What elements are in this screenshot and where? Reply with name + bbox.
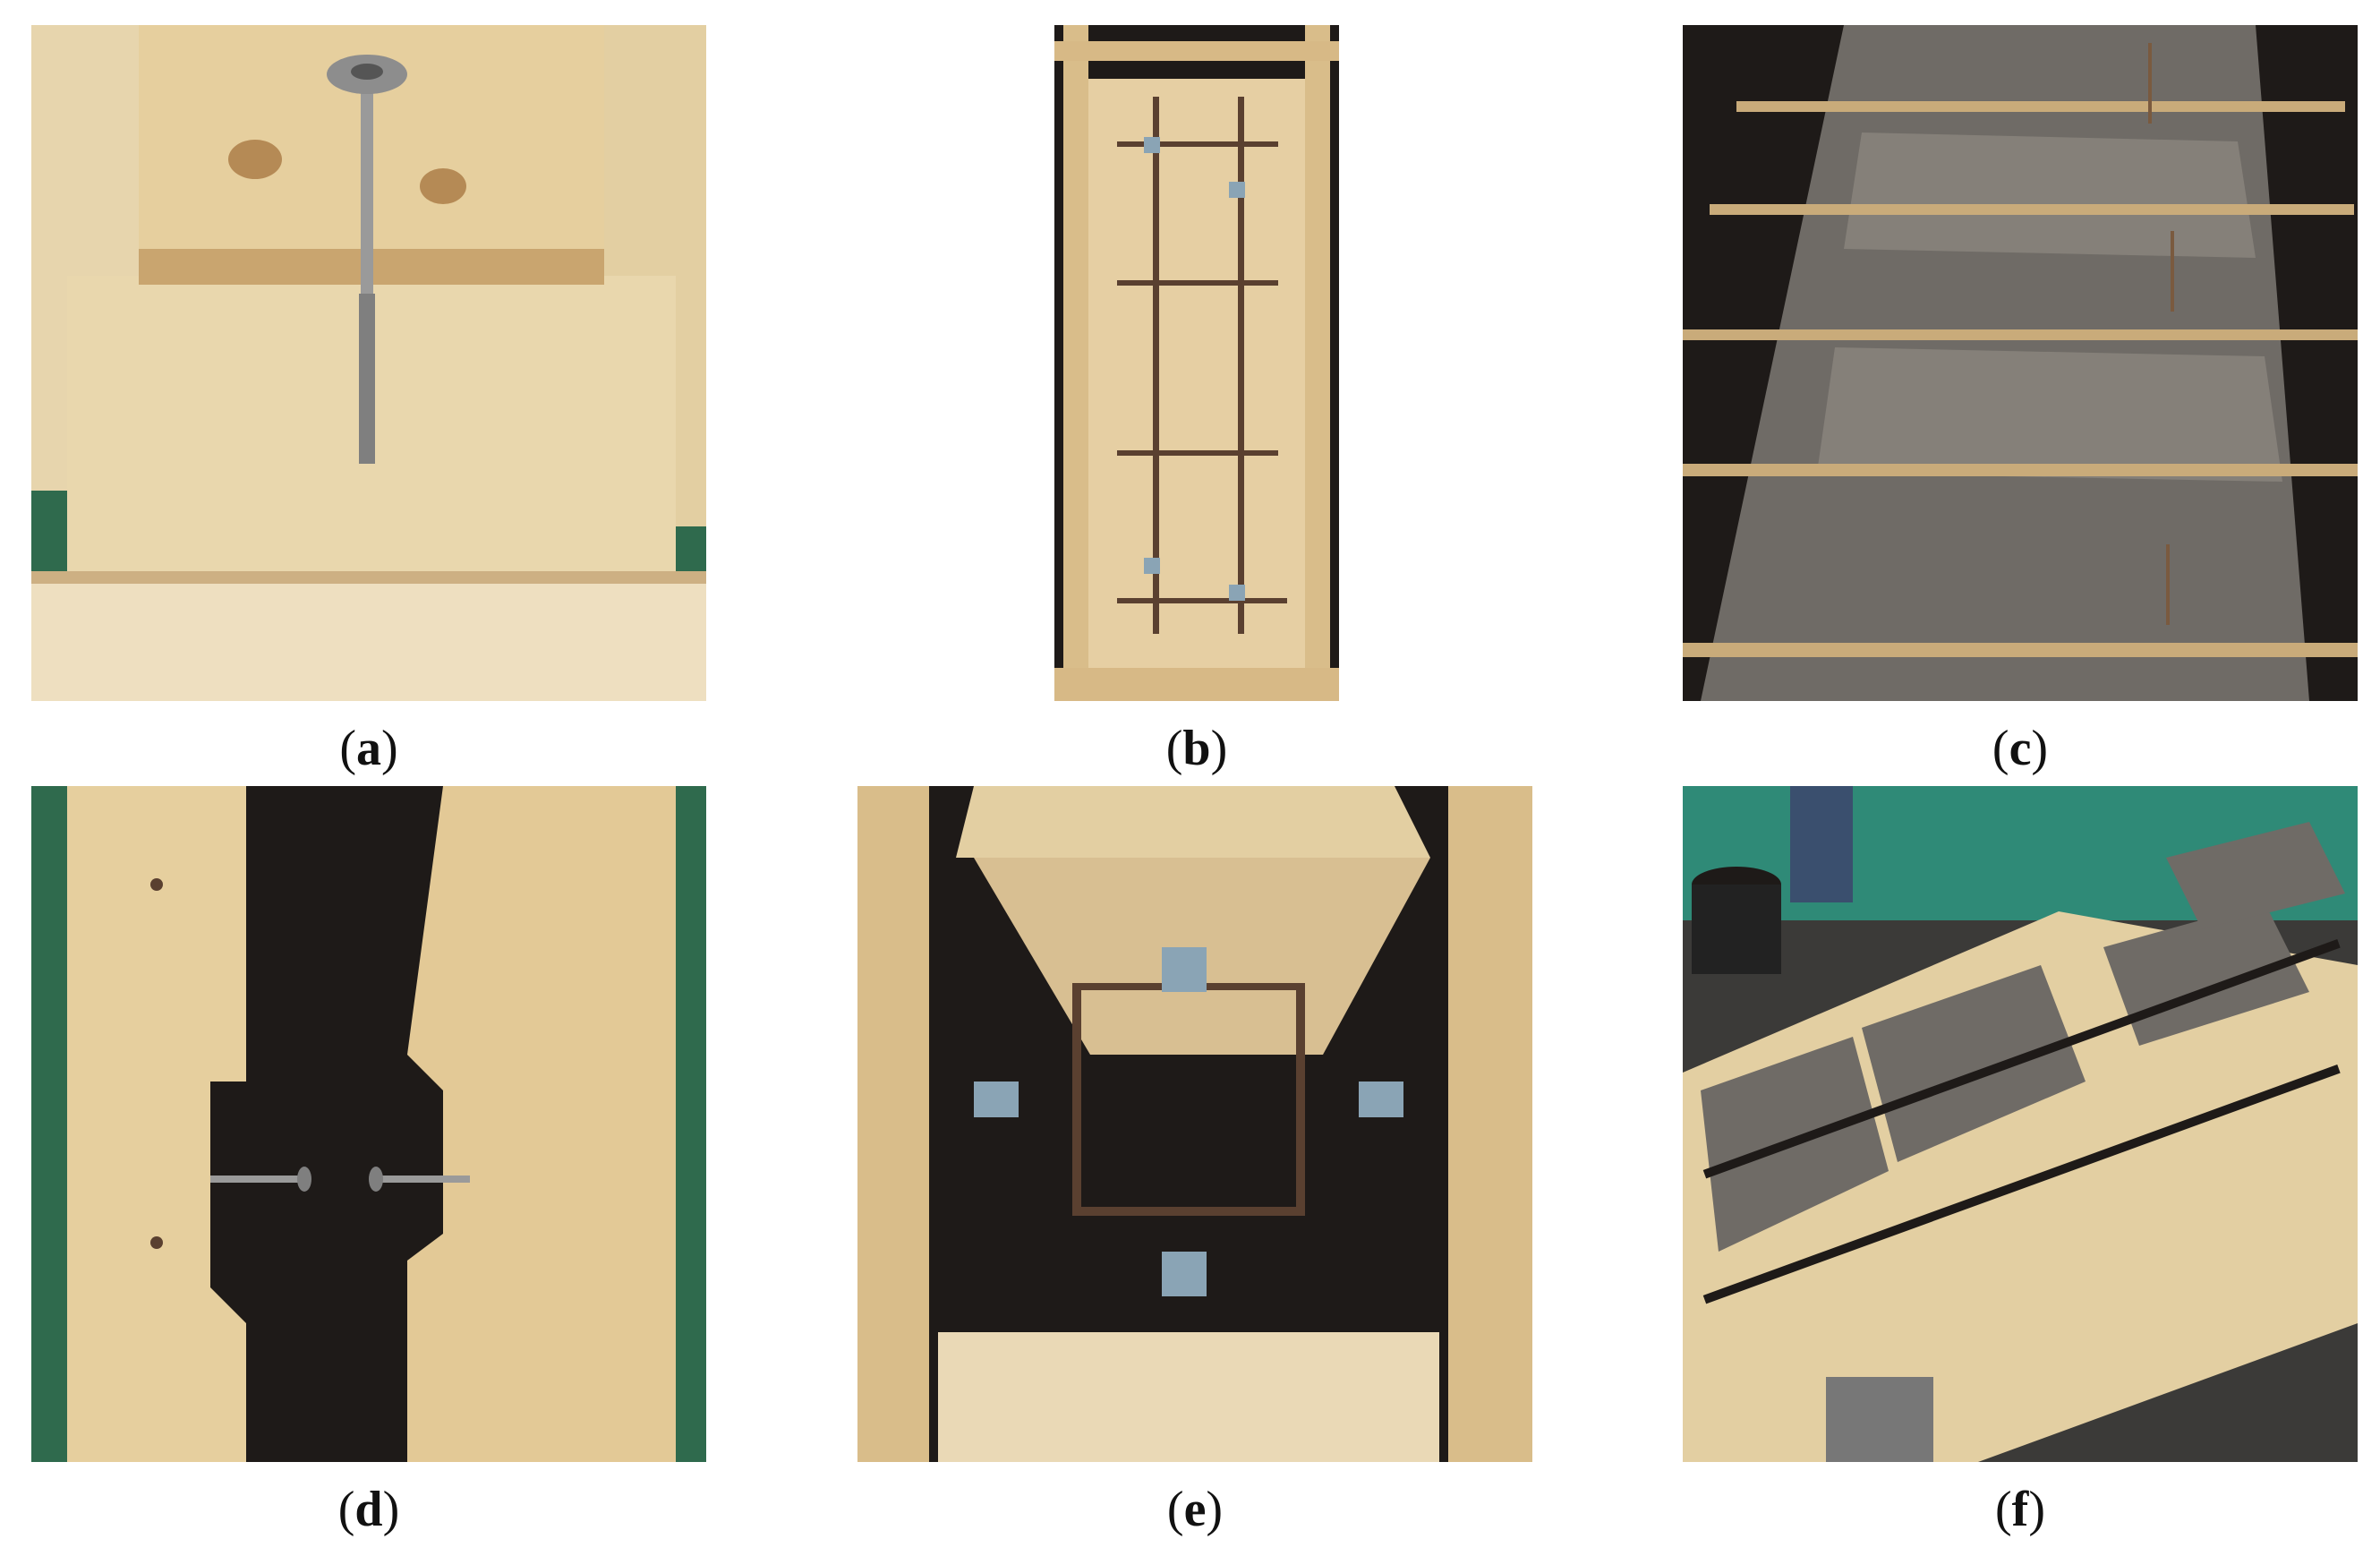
panel-label-e: (e) <box>1166 1482 1224 1537</box>
photo-panel-d <box>31 786 706 1462</box>
panel-label-f: (f) <box>1995 1482 2045 1537</box>
notched-timber-photo <box>31 786 706 1462</box>
panel-label-d: (d) <box>337 1482 400 1537</box>
photo-panel-a <box>31 25 706 701</box>
timber-screw-photo <box>31 25 706 701</box>
cast-concrete-blocks-photo <box>1683 786 2358 1462</box>
panel-label-c: (c) <box>1992 721 2049 776</box>
photo-panel-b <box>1054 25 1339 701</box>
rebar-cage-photo <box>857 786 1532 1462</box>
photo-panel-c <box>1683 25 2358 701</box>
photo-panel-e <box>857 786 1532 1462</box>
photo-panel-f <box>1683 786 2358 1462</box>
rebar-formwork-photo <box>1054 25 1339 701</box>
panel-label-a: (a) <box>339 721 398 776</box>
panel-label-b: (b) <box>1165 721 1228 776</box>
poured-concrete-photo <box>1683 25 2358 701</box>
